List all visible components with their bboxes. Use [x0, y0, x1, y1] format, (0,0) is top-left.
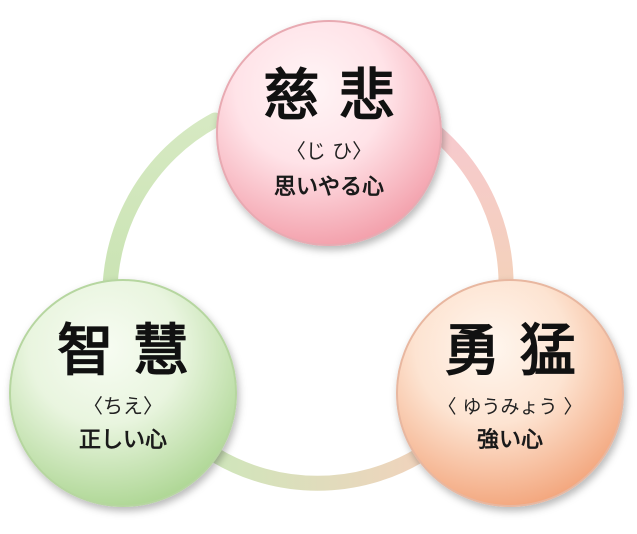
node-yumou-reading: 〈 ゆうみょう 〉 — [437, 396, 582, 418]
node-yumou: 勇 猛 〈 ゆうみょう 〉 強い心 — [396, 279, 624, 507]
node-chie-desc: 正しい心 — [79, 427, 167, 453]
node-yumou-desc: 強い心 — [477, 427, 543, 453]
node-chie-title: 智 慧 — [57, 318, 189, 384]
node-jihi-reading: 〈じ ひ〉 — [286, 139, 372, 163]
node-yumou-circle — [396, 279, 624, 507]
node-chie-reading: 〈ちえ〉 — [83, 394, 163, 418]
node-jihi: 慈 悲 〈じ ひ〉 思いやる心 — [216, 20, 442, 246]
node-chie: 智 慧 〈ちえ〉 正しい心 — [9, 279, 237, 507]
arc-chie-yumou — [207, 447, 428, 491]
node-jihi-title: 慈 悲 — [263, 63, 395, 129]
node-jihi-desc: 思いやる心 — [274, 174, 384, 200]
node-chie-circle — [9, 279, 237, 507]
node-yumou-title: 勇 猛 — [444, 318, 576, 384]
arc-chie-jihi — [102, 112, 223, 313]
node-jihi-circle — [216, 20, 442, 246]
